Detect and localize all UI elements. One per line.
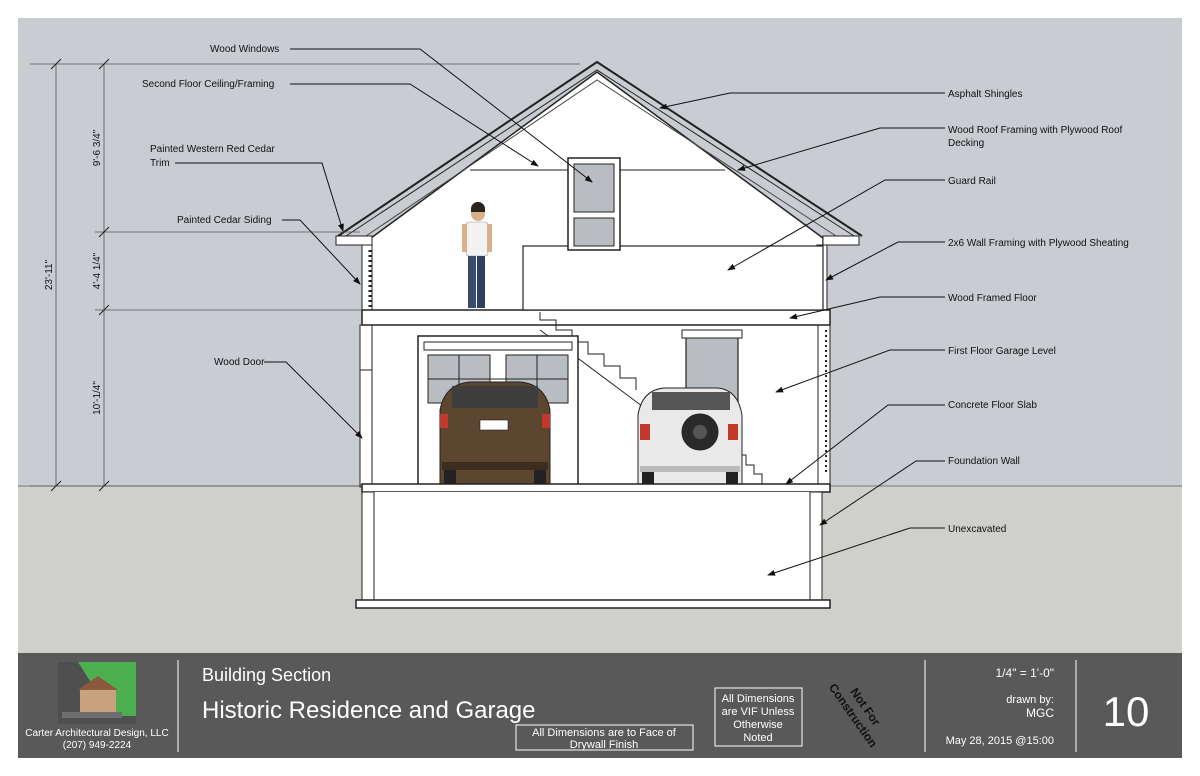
callout-cedar-siding: Painted Cedar Siding: [177, 215, 272, 226]
title-block: [18, 653, 1182, 758]
left-callouts: Wood Windows Second Floor Ceiling/Framin…: [142, 44, 593, 439]
vif-note-box: [714, 687, 803, 747]
callout-cedar-trim-1: Painted Western Red Cedar: [150, 144, 276, 155]
callout-concrete-slab: Concrete Floor Slab: [948, 400, 1037, 411]
drywall-note-1: All Dimensions are to Face of: [532, 727, 677, 739]
stair-treads: [539, 312, 637, 390]
sheet-number: 10: [1103, 688, 1150, 735]
building-section: [335, 60, 863, 609]
callout-foundation-wall: Foundation Wall: [948, 456, 1020, 467]
vif-note-1: All Dimensions: [722, 693, 795, 705]
callout-wood-door: Wood Door: [214, 357, 265, 368]
footing: [355, 599, 831, 609]
lower-stairs: [738, 454, 763, 484]
gable-window: [567, 157, 621, 251]
dim-middle: 4'-4 1/4": [92, 252, 103, 289]
callout-asphalt-shingles: Asphalt Shingles: [948, 89, 1023, 100]
right-eave-trim: [822, 235, 860, 246]
drawn-by-label: drawn by:: [1006, 694, 1054, 706]
left-eave-trim: [335, 235, 373, 246]
callout-roof-framing-2: Decking: [948, 138, 984, 149]
company-name: Carter Architectural Design, LLC: [25, 728, 168, 739]
person-figure: [462, 201, 492, 308]
foundation-wall-right: [809, 491, 823, 603]
drawn-by: MGC: [1026, 706, 1054, 720]
date: May 28, 2015 @15:00: [946, 735, 1054, 747]
vif-note-2: are VIF Unless: [722, 706, 795, 718]
interior-door-frame: [681, 329, 743, 339]
callout-wall-framing: 2x6 Wall Framing with Plywood Sheating: [948, 238, 1129, 249]
white-car: [637, 387, 743, 485]
vif-note-3: Otherwise: [733, 719, 783, 731]
roof-outer: [337, 60, 863, 237]
vif-note-4: Noted: [743, 732, 772, 744]
callout-roof-framing-1: Wood Roof Framing with Plywood Roof: [948, 125, 1123, 136]
wood-door: [359, 369, 373, 486]
drywall-note-box: [515, 724, 694, 751]
scale: 1/4" = 1'-0": [995, 666, 1054, 680]
right-callouts: Asphalt Shingles Wood Roof Framing with …: [659, 89, 1129, 576]
roof-inner: [345, 69, 855, 237]
concrete-slab: [361, 483, 831, 493]
callout-guard-rail: Guard Rail: [948, 176, 996, 187]
callout-wood-framed-floor: Wood Framed Floor: [948, 293, 1037, 304]
company-logo: [58, 662, 136, 724]
sheet-type: Building Section: [202, 665, 331, 685]
right-lower-wall: [817, 324, 831, 488]
dim-upper: 9'-6 3/4": [92, 129, 103, 166]
guard-rail: [522, 245, 824, 311]
roof-rafter: [365, 79, 837, 237]
company-phone: (207) 949-2224: [63, 740, 132, 751]
foundation-area: [372, 492, 810, 602]
callout-unexcavated: Unexcavated: [948, 524, 1006, 535]
drywall-note-2: Drywall Finish: [570, 739, 638, 751]
second-floor-deck: [361, 309, 831, 326]
dimension-lines: [30, 58, 580, 492]
brown-car: [439, 381, 551, 485]
dim-overall: 23'-11": [44, 259, 55, 290]
callout-wood-windows: Wood Windows: [210, 44, 279, 55]
callout-first-floor-garage: First Floor Garage Level: [948, 346, 1056, 357]
dim-lower: 10'-1/4": [92, 381, 103, 415]
callout-second-floor-ceiling: Second Floor Ceiling/Framing: [142, 79, 274, 90]
callout-cedar-trim-2: Trim: [150, 158, 170, 169]
project-title: Historic Residence and Garage: [202, 697, 536, 724]
foundation-wall-left: [361, 491, 375, 603]
